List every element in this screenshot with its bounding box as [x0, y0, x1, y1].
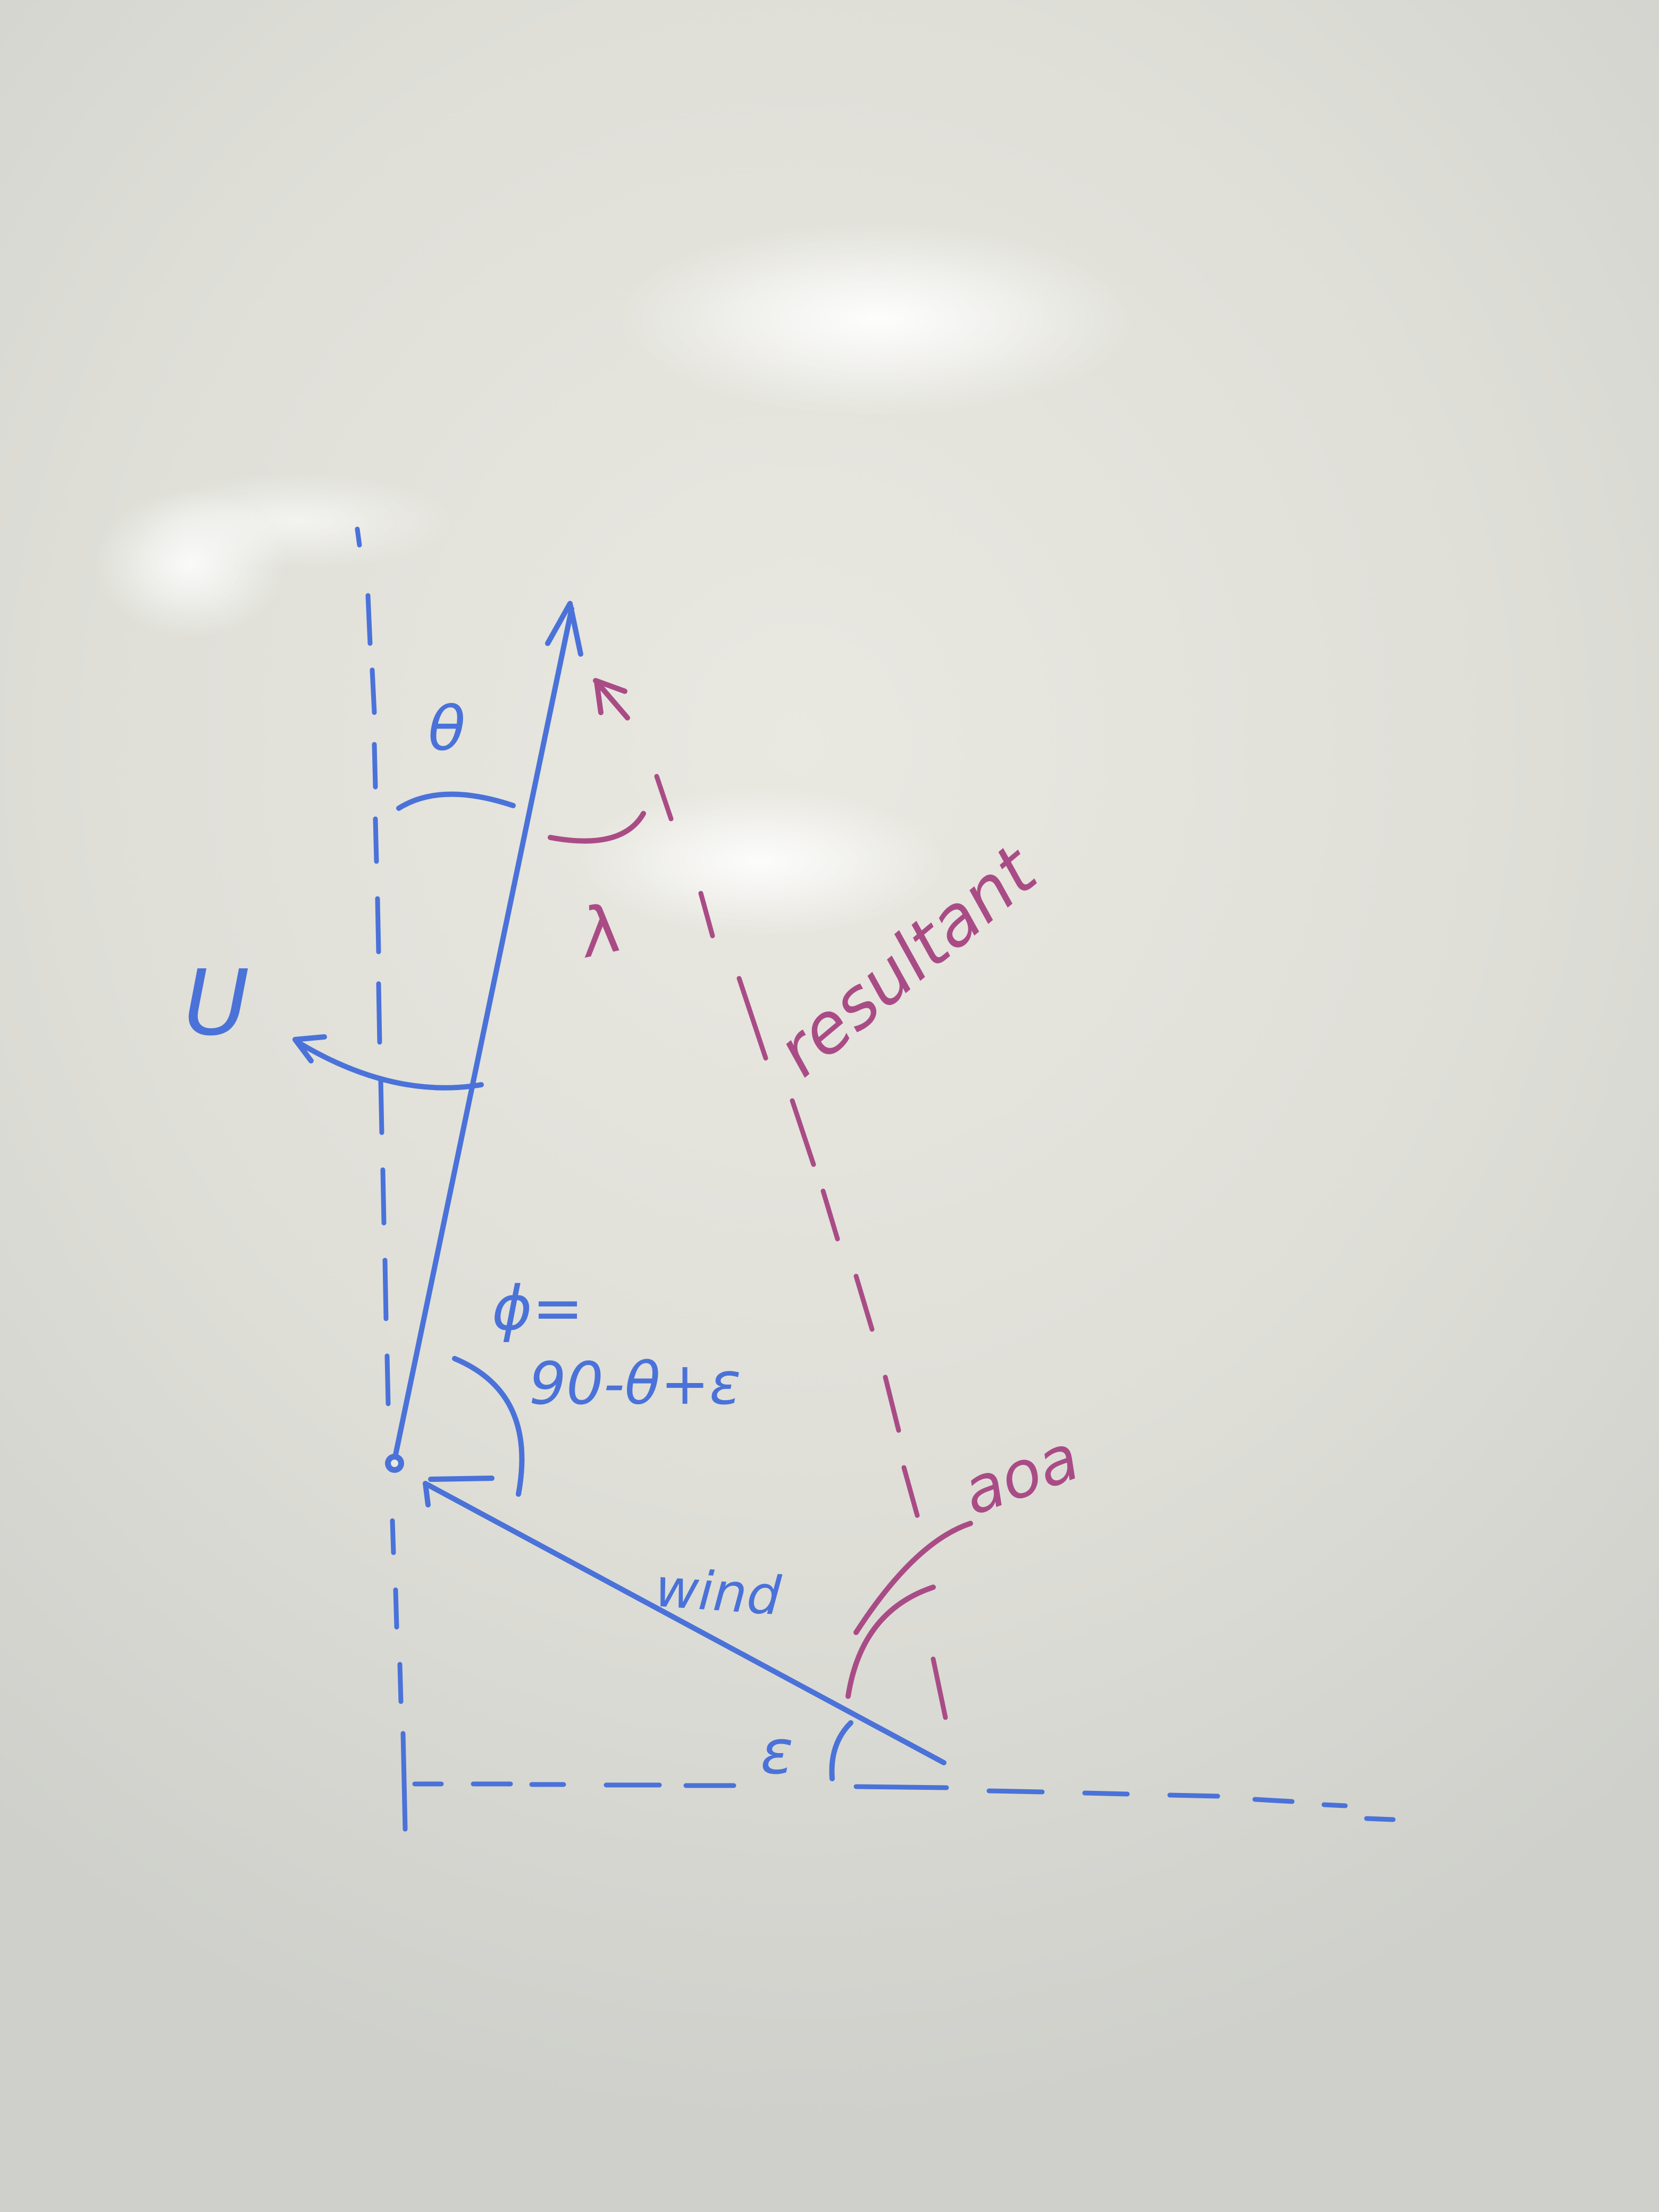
resultant-vector	[593, 678, 948, 1720]
vertical-dashed-axis	[355, 526, 408, 1832]
phi-label-line1: ϕ=	[492, 1273, 583, 1344]
aoa-annotation	[845, 1521, 973, 1699]
wind-label: wind	[653, 1556, 783, 1627]
theta-label: θ	[428, 693, 465, 765]
theta-arc	[396, 791, 516, 811]
epsilon-label: ε	[760, 1717, 793, 1788]
u-rotation-arrow	[292, 1034, 484, 1091]
resultant-label: resultant	[761, 830, 1053, 1092]
u-label: U	[183, 951, 249, 1056]
epsilon-arc	[829, 1720, 853, 1781]
phi-label-line2: 90-θ+ε	[529, 1350, 741, 1418]
lambda-arc	[548, 811, 646, 844]
phi-arc	[452, 1356, 525, 1497]
aoa-label: aoa	[953, 1420, 1088, 1530]
horizontal-dashed-axis	[412, 1781, 1396, 1822]
lambda-label: λ	[572, 889, 629, 973]
wind-vector	[423, 1476, 946, 1765]
blade-vector	[385, 601, 583, 1473]
